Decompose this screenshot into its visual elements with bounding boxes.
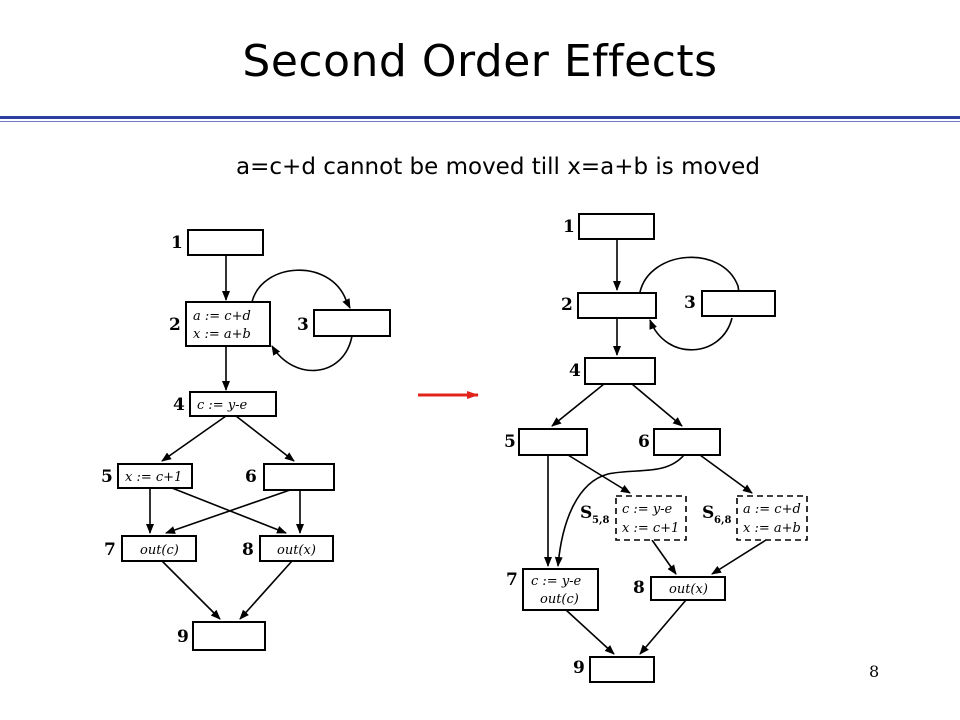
node-code-line: x := a+b xyxy=(743,521,801,536)
node-number: 1 xyxy=(563,217,575,237)
left-node-7: 7 out(c) xyxy=(104,535,197,562)
right-node-6: 6 xyxy=(638,428,721,456)
node-number: 6 xyxy=(638,432,650,452)
right-node-2: 2 xyxy=(561,292,657,319)
node-number: 5 xyxy=(504,432,516,452)
node-number: 7 xyxy=(506,570,518,590)
node-number: S xyxy=(580,503,592,523)
node-number: 1 xyxy=(171,233,183,253)
node-number: 3 xyxy=(297,315,309,335)
node-code-line: c := y-e xyxy=(531,574,582,589)
node-code-line: out(c) xyxy=(540,592,579,607)
right-node-7: 7 c := y-e out(c) xyxy=(506,568,599,611)
edge-6-s68 xyxy=(699,454,753,494)
edge-7-9 xyxy=(161,560,221,620)
edge-2-3 xyxy=(639,256,741,301)
left-graph: 1 2 a := c+d x := a+b 3 4 c := y-e 5 x :… xyxy=(101,229,391,651)
left-node-2: 2 a := c+d x := a+b xyxy=(169,301,271,347)
edge-s68-8 xyxy=(711,539,767,575)
left-node-8: 8 out(x) xyxy=(242,535,334,562)
node-code-line: x := a+b xyxy=(193,327,251,342)
node-code-line: a := c+d xyxy=(743,502,801,517)
node-number: 2 xyxy=(561,295,573,315)
edge-s58-8 xyxy=(651,539,677,575)
node-code-line: a := c+d xyxy=(193,309,251,324)
node-number: 2 xyxy=(169,315,181,335)
title-rule-thin xyxy=(0,121,960,122)
node-number: 8 xyxy=(242,540,254,560)
right-node-s58: S 5,8 c := y-e x := c+1 xyxy=(580,495,687,541)
edge-3-2 xyxy=(271,335,353,372)
edge-8-9 xyxy=(239,560,293,620)
edge-2-3 xyxy=(251,269,351,309)
left-node-3: 3 xyxy=(297,309,391,337)
right-node-1: 1 xyxy=(563,213,655,240)
right-node-5: 5 xyxy=(504,428,588,456)
node-code-line: out(c) xyxy=(140,543,179,558)
right-node-4: 4 xyxy=(569,357,656,385)
node-code-line: out(x) xyxy=(277,543,316,558)
page-number: 8 xyxy=(869,662,880,681)
edge-5-s58 xyxy=(567,454,631,494)
node-number: 8 xyxy=(633,578,645,598)
node-code-line: x := c+1 xyxy=(125,470,182,485)
node-number: 9 xyxy=(177,627,189,647)
edge-4-6 xyxy=(631,383,683,427)
node-code-line: c := y-e xyxy=(622,502,673,517)
node-code-line: out(x) xyxy=(669,582,708,597)
slide-subtitle: a=c+d cannot be moved till x=a+b is move… xyxy=(236,154,760,180)
right-node-8: 8 out(x) xyxy=(633,576,726,601)
right-node-s68: S 6,8 a := c+d x := a+b xyxy=(702,495,808,541)
node-number: 7 xyxy=(104,540,116,560)
edge-4-5 xyxy=(161,415,227,462)
edge-6-7 xyxy=(165,489,291,534)
title-rule xyxy=(0,116,960,119)
node-number: 3 xyxy=(684,293,696,313)
edge-4-6 xyxy=(235,415,295,462)
edge-7-9 xyxy=(565,609,615,655)
left-node-5: 5 x := c+1 xyxy=(101,463,193,489)
right-node-3: 3 xyxy=(684,290,776,317)
edge-3-2 xyxy=(649,317,733,351)
node-number: 4 xyxy=(173,395,185,415)
left-node-4: 4 c := y-e xyxy=(173,391,277,417)
left-node-1: 1 xyxy=(171,229,264,256)
node-number: 4 xyxy=(569,361,581,381)
slide-title: Second Order Effects xyxy=(242,36,718,87)
edge-8-9 xyxy=(639,599,687,655)
right-edges xyxy=(544,240,767,655)
edge-4-5 xyxy=(551,383,605,427)
node-number: S xyxy=(702,503,714,523)
node-subscript: 6,8 xyxy=(714,515,731,526)
node-number: 5 xyxy=(101,467,113,487)
node-number: 6 xyxy=(245,467,257,487)
left-node-9: 9 xyxy=(177,621,266,651)
right-graph: 1 2 3 4 5 6 S 5,8 c := y-e x := c+1 xyxy=(504,213,808,683)
edge-6-7 xyxy=(554,454,685,567)
right-node-9: 9 xyxy=(573,656,655,683)
left-node-6: 6 xyxy=(245,463,335,491)
left-edges xyxy=(146,256,353,620)
node-number: 9 xyxy=(573,658,585,678)
node-subscript: 5,8 xyxy=(592,515,609,526)
node-code-line: c := y-e xyxy=(197,398,248,413)
node-code-line: x := c+1 xyxy=(622,521,679,536)
